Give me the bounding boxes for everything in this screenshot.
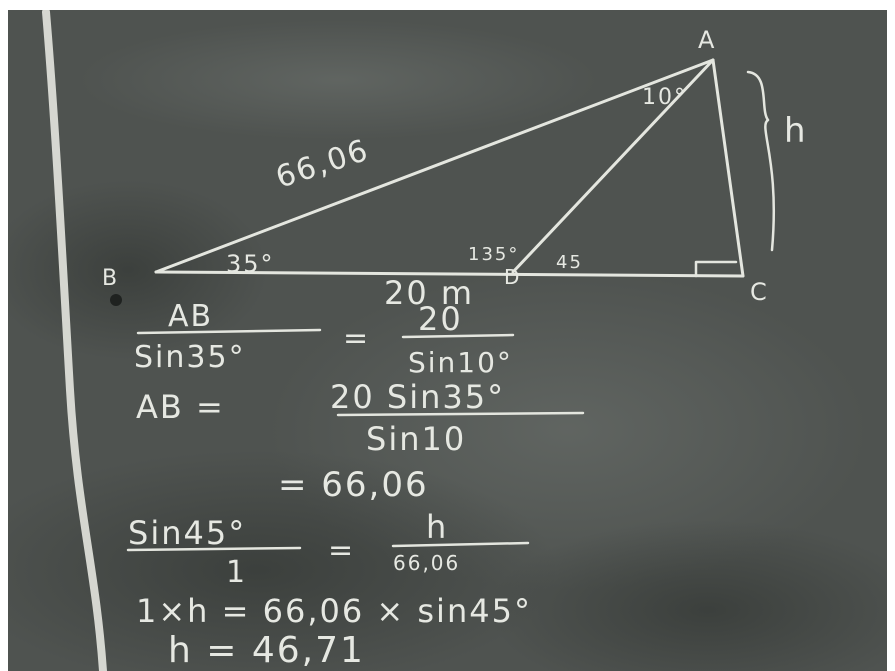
work-line4-equals: = — [328, 533, 355, 568]
angle-a-label: 10° — [642, 85, 687, 110]
fraction-bar — [391, 541, 530, 548]
dark-smudge — [488, 520, 887, 671]
work-line4-denominator: 1 — [226, 555, 247, 590]
chalkboard-drawing: A B C D 10° 35° 135° 45 66,06 20 m h AB … — [8, 10, 887, 671]
angle-b-label: 35° — [226, 250, 275, 278]
vertex-c-label: C — [750, 278, 769, 306]
chalkboard: A B C D 10° 35° 135° 45 66,06 20 m h AB … — [8, 10, 887, 671]
fraction-bar — [136, 328, 322, 335]
angle-d-right-label: 45 — [556, 252, 583, 273]
erase-smudge — [78, 20, 598, 140]
dark-smudge — [8, 180, 268, 360]
work-line1-rhs-numerator: 20 — [418, 300, 463, 338]
work-line2-numerator: 20 Sin35° — [330, 378, 505, 416]
vertex-a-label: A — [698, 26, 716, 54]
work-line4-rhs-numerator: h — [426, 508, 448, 546]
height-brace — [746, 70, 776, 252]
side-ab — [154, 58, 715, 274]
dark-smudge — [8, 450, 558, 671]
height-label: h — [784, 111, 808, 151]
work-line2-lhs: AB = — [136, 388, 225, 426]
work-line4-rhs-denominator: 66,06 — [393, 551, 460, 575]
side-bd-label: 20 m — [384, 274, 474, 312]
vertex-d-label: D — [504, 265, 521, 289]
work-line1-numerator: AB — [168, 299, 213, 334]
fraction-bar — [401, 333, 515, 339]
side-ac — [711, 58, 745, 278]
fraction-bar — [336, 411, 585, 417]
work-line1-rhs-denominator: Sin10° — [408, 346, 513, 379]
chalk-dot — [110, 294, 122, 306]
work-line2-denominator: Sin10 — [366, 420, 466, 458]
vertical-chalk-line — [42, 10, 107, 671]
work-line4-numerator: Sin45° — [128, 514, 246, 552]
work-line6: h = 46,71 — [168, 630, 365, 671]
right-angle-mark — [694, 260, 738, 278]
segment-ad — [511, 58, 715, 274]
vertex-b-label: B — [102, 266, 119, 291]
work-line1-equals: = — [343, 321, 370, 356]
work-line3: = 66,06 — [278, 465, 429, 505]
work-line1-denominator: Sin35° — [134, 340, 246, 375]
work-line5: 1×h = 66,06 × sin45° — [136, 592, 532, 630]
angle-d-left-label: 135° — [468, 244, 519, 265]
side-bc — [154, 270, 745, 278]
fraction-bar — [126, 546, 302, 552]
